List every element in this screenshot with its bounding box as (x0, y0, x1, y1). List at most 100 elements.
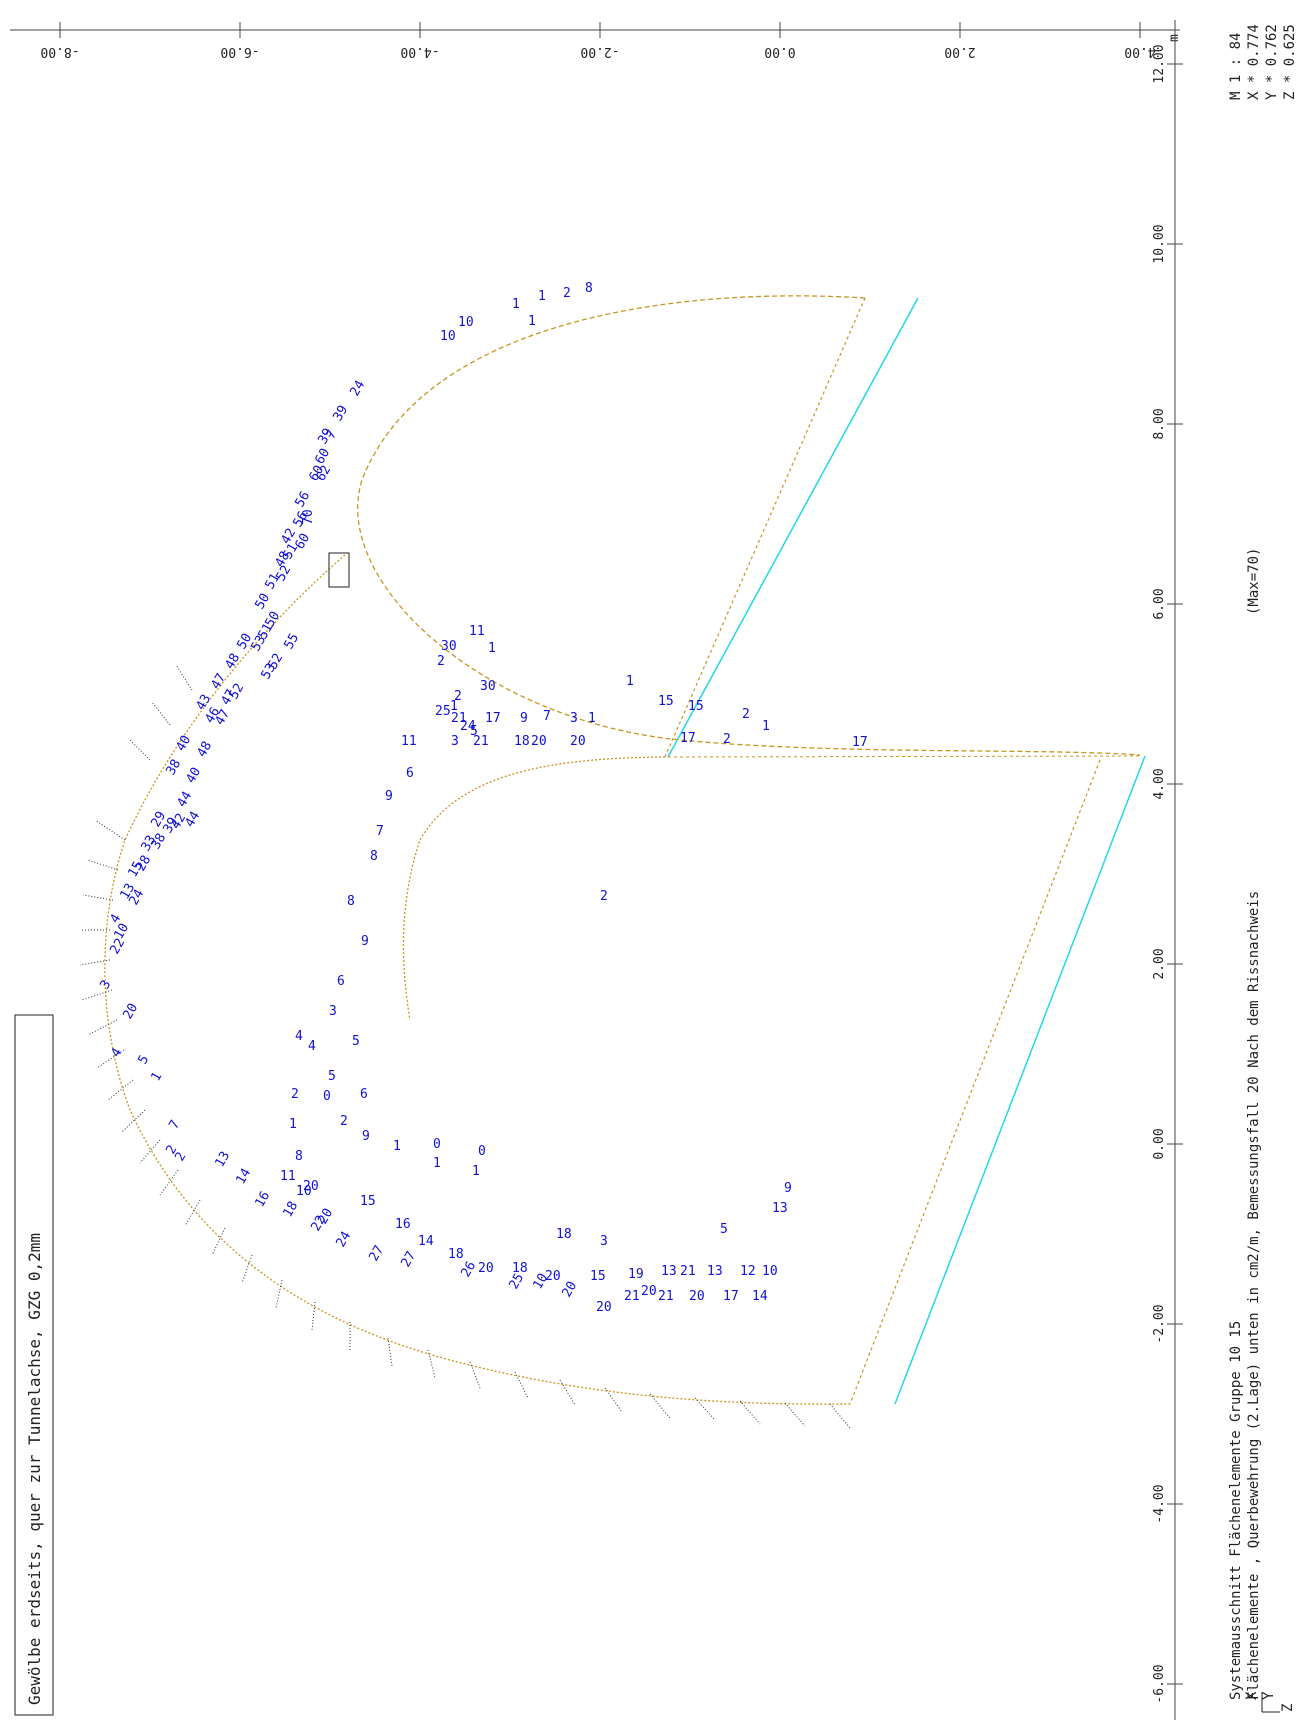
support-line (694, 1397, 716, 1421)
max-label: (Max=70) (1246, 548, 1262, 615)
scale-label: M 1 : 84 (1228, 33, 1244, 100)
element-value: 4 (295, 1029, 303, 1044)
element-value: 44 (182, 809, 203, 830)
element-value: 38 (163, 757, 184, 778)
element-value: 20 (531, 734, 547, 749)
element-value: 11 (401, 734, 417, 749)
element-value: 25 (435, 704, 451, 719)
element-value: 48 (222, 651, 243, 672)
x-factor: X * 0.774 (1246, 24, 1262, 100)
edge-cyan-upper (667, 297, 919, 758)
support-line (82, 894, 114, 901)
element-value: 30 (480, 679, 496, 694)
element-value: 60 (312, 446, 333, 467)
element-value: 18 (512, 1261, 528, 1276)
top-axis-ticks: -8.00 -6.00 -4.00 -2.00 0.00 2.00 4.00 m (40, 34, 1182, 59)
element-value: 11 (280, 1169, 296, 1184)
support-line (559, 1379, 576, 1406)
element-value: 9 (784, 1181, 792, 1196)
support-line (784, 1402, 806, 1427)
element-value: 21 (451, 711, 467, 726)
element-value: 17 (723, 1289, 739, 1304)
element-value: 3 (329, 1004, 337, 1019)
element-value: 20 (545, 1269, 561, 1284)
element-value: 10 (458, 315, 474, 330)
side-tick-label: 2.00 (1152, 948, 1167, 979)
vault-outer (104, 554, 851, 1405)
element-value: 9 (520, 711, 528, 726)
support-line (427, 1349, 436, 1379)
element-value: 24 (460, 719, 476, 734)
side-tick-label: 0.00 (1152, 1128, 1167, 1159)
element-value: 50 (252, 591, 273, 612)
element-value: 15 (590, 1269, 606, 1284)
vault-inner (402, 756, 666, 1021)
element-value: 24 (333, 1229, 354, 1250)
element-value: 5 (352, 1034, 360, 1049)
title-box: Gewölbe erdseits, quer zur Tunnelachse, … (14, 1014, 54, 1716)
top-axis (10, 22, 1180, 38)
element-value: 5 (135, 1053, 152, 1067)
support-line (159, 1169, 179, 1196)
element-value: 3 (600, 1234, 608, 1249)
support-line (311, 1301, 316, 1331)
element-value: 1 (393, 1139, 401, 1154)
support-line (87, 859, 119, 871)
element-value: 17 (680, 731, 696, 746)
element-value: 6 (360, 1087, 368, 1102)
support-line (79, 959, 111, 966)
element-value: 20 (689, 1289, 705, 1304)
element-value: 2 (563, 286, 571, 301)
element-value: 1 (148, 1070, 165, 1084)
element-value: 7 (166, 1118, 183, 1132)
element-value: 22 (107, 936, 128, 957)
element-value: 1 (289, 1117, 297, 1132)
element-value: 20 (478, 1261, 494, 1276)
element-value: 53 (248, 633, 269, 654)
element-value: 24 (347, 378, 368, 399)
element-value: 8 (585, 281, 593, 296)
element-value: 8 (347, 894, 355, 909)
element-value: 5 (720, 1222, 728, 1237)
side-tick-label: 8.00 (1152, 408, 1167, 439)
element-value: 20 (315, 1206, 336, 1227)
support-line (96, 1049, 125, 1069)
triad-y-label: Y (1261, 1691, 1277, 1700)
element-value: 2 (600, 889, 608, 904)
element-value: 20 (303, 1179, 319, 1194)
element-value: 7 (376, 824, 384, 839)
support-line (151, 701, 171, 726)
element-value: 16 (395, 1217, 411, 1232)
element-value: 1 (626, 674, 634, 689)
side-tick-label: -6.00 (1152, 1664, 1167, 1703)
element-value: 20 (559, 1279, 580, 1300)
top-tick-label: 4.00 (1124, 44, 1155, 59)
element-value: 44 (174, 789, 195, 810)
y-factor: Y * 0.762 (1264, 24, 1280, 100)
element-value: 47 (208, 671, 229, 692)
side-tick-label: -2.00 (1152, 1304, 1167, 1343)
element-value: 26 (458, 1259, 479, 1280)
element-value: 1 (528, 314, 536, 329)
support-line (649, 1393, 671, 1419)
element-value: 1 (472, 1164, 480, 1179)
element-value: 2 (291, 1087, 299, 1102)
element-value: 18 (280, 1199, 301, 1220)
element-value: 7 (543, 709, 551, 724)
support-line (121, 1109, 146, 1133)
element-value: 21 (680, 1264, 696, 1279)
top-tick-label: 0.00 (764, 44, 795, 59)
element-value: 60 (306, 463, 327, 484)
element-value: 10 (111, 921, 132, 942)
element-value: 2 (723, 732, 731, 747)
element-value: 2 (742, 707, 750, 722)
element-value: 17 (485, 711, 501, 726)
element-value: 50 (262, 609, 283, 630)
element-value: 33 (138, 833, 159, 854)
element-value: 13 (707, 1264, 723, 1279)
element-value: 21 (658, 1289, 674, 1304)
z-factor: Z * 0.625 (1282, 24, 1297, 100)
element-value: 43 (193, 692, 214, 713)
element-value: 48 (194, 739, 215, 760)
element-value: 8 (370, 849, 378, 864)
